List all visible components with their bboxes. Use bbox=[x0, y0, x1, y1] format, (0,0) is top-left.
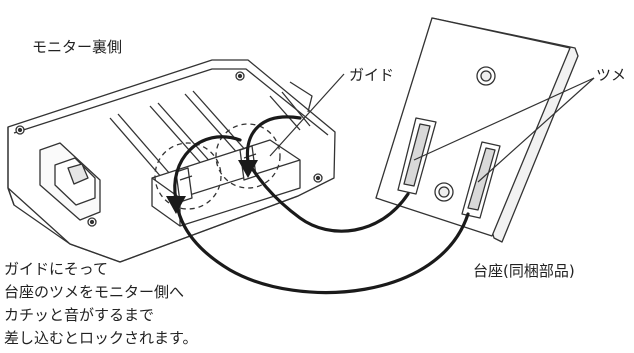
arrowheads bbox=[166, 160, 258, 214]
instruction-line: ガイドにそって bbox=[4, 260, 108, 278]
monitor-back bbox=[7, 59, 336, 263]
instruction-line: カチッと音がするまで bbox=[4, 306, 155, 324]
guide-highlight-circles bbox=[154, 123, 281, 210]
leader-lines bbox=[269, 73, 595, 183]
instruction-line: 差し込むとロックされます。 bbox=[4, 329, 198, 347]
instruction-line: 台座のツメをモニター側へ bbox=[4, 283, 185, 301]
base-label: 台座(同梱部品) bbox=[473, 262, 575, 280]
monitor-back-label: モニター裏側 bbox=[32, 38, 123, 56]
guide-label: ガイド bbox=[349, 66, 395, 84]
tab-label: ツメ bbox=[596, 66, 627, 84]
instruction-text: ガイドにそって 台座のツメをモニター側へ カチッと音がするまで 差し込むとロック… bbox=[4, 258, 198, 350]
insertion-arrows bbox=[173, 115, 470, 295]
base-plate bbox=[375, 17, 579, 243]
